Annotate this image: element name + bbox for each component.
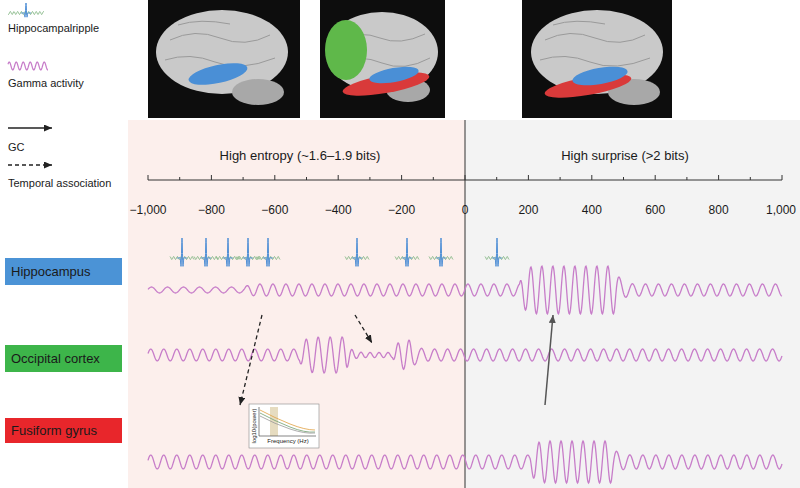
ripple-baseline bbox=[485, 257, 509, 260]
legend-gamma-wave bbox=[8, 62, 48, 70]
tick-label: 800 bbox=[709, 204, 729, 218]
axis-tick bbox=[623, 177, 624, 180]
axis-tick bbox=[528, 175, 529, 180]
axis-tick bbox=[338, 175, 339, 180]
axis-tick bbox=[148, 175, 149, 180]
gamma-traces bbox=[148, 266, 782, 483]
legend-entry: Temporal association bbox=[8, 177, 111, 190]
association-arrow bbox=[355, 315, 372, 343]
axis-tick bbox=[686, 177, 687, 180]
spectrum-inset bbox=[249, 404, 319, 448]
ripple-baseline bbox=[429, 257, 453, 260]
legend-text: Hippocampalripple bbox=[8, 22, 99, 34]
legend-entry: GC bbox=[8, 141, 25, 154]
gc-arrow bbox=[545, 315, 553, 405]
tick-label: 0 bbox=[462, 204, 469, 218]
region-row: Occipital cortex bbox=[5, 343, 790, 373]
axis-tick bbox=[274, 175, 275, 180]
brain-image bbox=[522, 0, 672, 118]
ripple-baseline bbox=[8, 12, 44, 15]
legend-text: Gamma activity bbox=[8, 77, 84, 89]
axis-tick bbox=[401, 175, 402, 180]
brain-image bbox=[320, 0, 445, 118]
gamma-trace bbox=[148, 441, 782, 483]
axis-tick bbox=[179, 177, 180, 180]
axis-ticks bbox=[148, 175, 782, 180]
brain-image bbox=[148, 0, 300, 118]
tick-label: 1,000 bbox=[766, 204, 796, 218]
ripple-spike bbox=[21, 3, 31, 17]
ripple-spike bbox=[223, 238, 233, 266]
ripple-spike bbox=[492, 238, 502, 266]
region-label: Hippocampus bbox=[5, 258, 122, 285]
ripple-spike bbox=[352, 238, 362, 266]
tick-label: −200 bbox=[388, 204, 415, 218]
legend-text: Temporal association bbox=[8, 177, 111, 189]
axis-tick bbox=[750, 177, 751, 180]
ripple-events bbox=[170, 238, 509, 266]
axis-tick bbox=[306, 177, 307, 180]
tick-label: −1,000 bbox=[129, 204, 166, 218]
tick-label: 400 bbox=[582, 204, 602, 218]
period-heading: High surprise (>2 bits) bbox=[561, 149, 689, 164]
legend-entry: Hippocampalripple bbox=[8, 22, 99, 35]
tick-label: 200 bbox=[518, 204, 538, 218]
ripple-baseline bbox=[256, 257, 280, 260]
ripple-baseline bbox=[345, 257, 369, 260]
ripple-baseline bbox=[170, 257, 194, 260]
gamma-trace bbox=[148, 337, 782, 373]
axis-tick bbox=[591, 175, 592, 180]
tick-label: 600 bbox=[645, 204, 665, 218]
association-arrow bbox=[240, 315, 262, 405]
ripple-baseline bbox=[395, 257, 419, 260]
entropy-shade bbox=[128, 120, 465, 488]
inset-axis-label: Frequency (Hz) bbox=[267, 438, 308, 445]
tick-label: −800 bbox=[198, 204, 225, 218]
legend-association-sample bbox=[8, 164, 52, 165]
ripple-spike bbox=[263, 238, 273, 266]
axis-tick bbox=[465, 175, 466, 180]
axis-tick bbox=[496, 177, 497, 180]
axis-tick bbox=[433, 177, 434, 180]
period-heading: High entropy (~1.6–1.9 bits) bbox=[220, 149, 381, 164]
tick-label: −400 bbox=[325, 204, 352, 218]
tick-label: −600 bbox=[261, 204, 288, 218]
inset-axis-label: log10(power) bbox=[251, 408, 258, 443]
axis-tick bbox=[369, 177, 370, 180]
region-row: Hippocampus bbox=[5, 255, 790, 315]
axis-tick bbox=[782, 175, 783, 180]
region-row: Fusiform gyrus bbox=[5, 405, 790, 485]
legend-entry: Gamma activity bbox=[8, 77, 84, 90]
region-label: Fusiform gyrus bbox=[5, 418, 122, 443]
ripple-spike bbox=[243, 238, 253, 266]
axis-tick bbox=[655, 175, 656, 180]
surprise-shade bbox=[465, 120, 800, 488]
legend-ripple-sample bbox=[8, 3, 44, 17]
gamma-trace bbox=[148, 266, 782, 314]
ripple-spike bbox=[436, 238, 446, 266]
axis-tick bbox=[243, 177, 244, 180]
onset-line bbox=[465, 120, 466, 488]
ripple-spike bbox=[201, 238, 211, 266]
region-label: Occipital cortex bbox=[5, 345, 122, 372]
axis-tick bbox=[718, 175, 719, 180]
axis-tick bbox=[211, 175, 212, 180]
ripple-spike bbox=[177, 238, 187, 266]
ripple-baseline bbox=[194, 257, 218, 260]
axis-tick bbox=[560, 177, 561, 180]
ripple-spike bbox=[402, 238, 412, 266]
legend-text: GC bbox=[8, 141, 25, 153]
legend-gc-sample bbox=[8, 127, 52, 129]
legend-gamma-sample bbox=[8, 62, 48, 70]
